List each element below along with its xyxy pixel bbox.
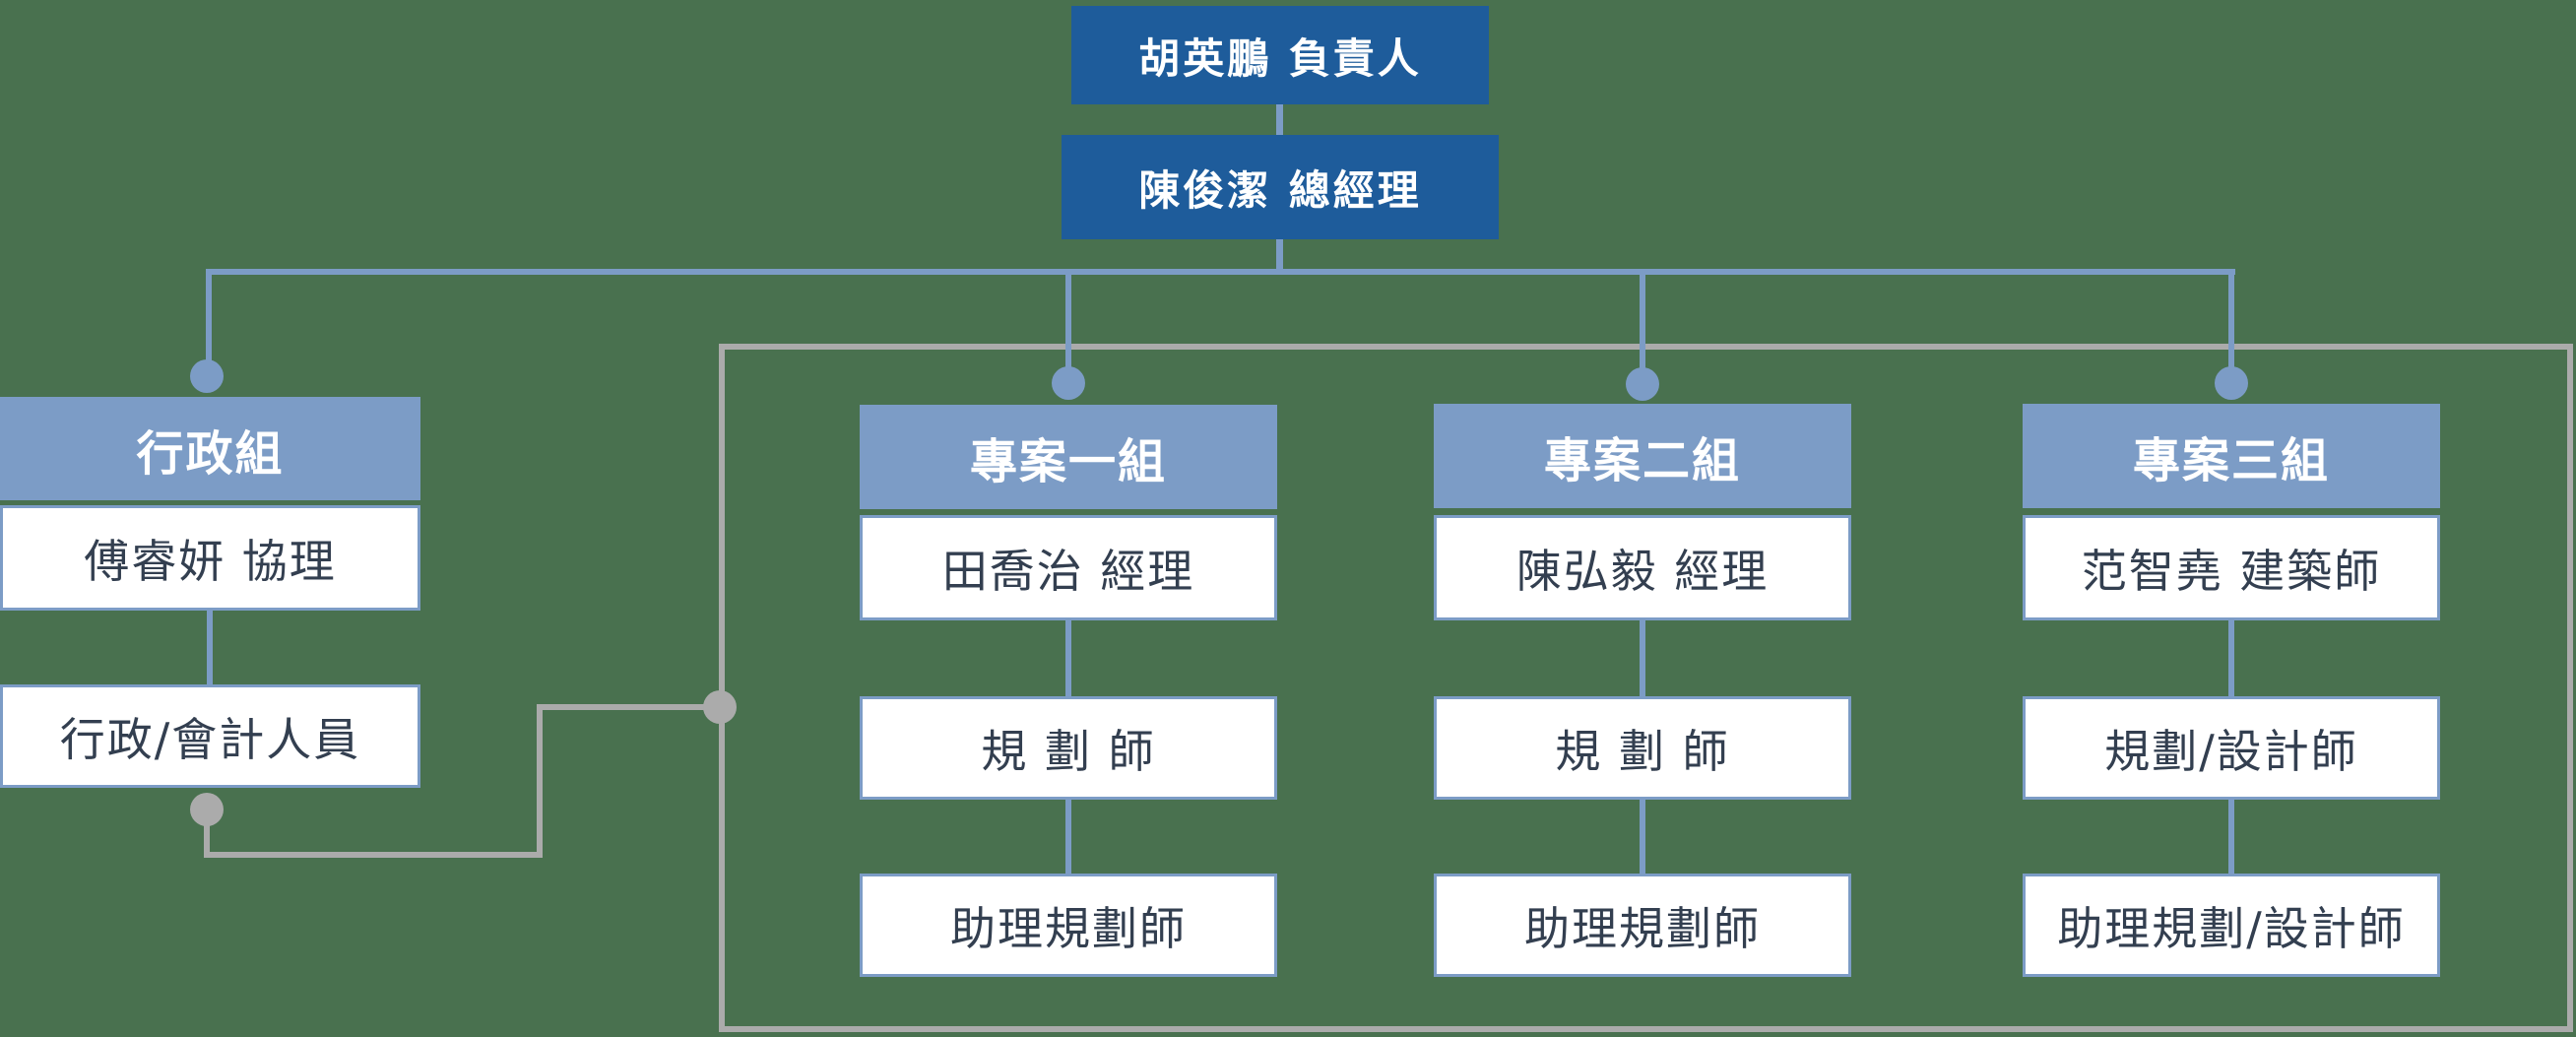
gray-connector-right-line: [2567, 344, 2573, 1032]
gray-admin-dot: [190, 793, 224, 826]
project2-link-line-1: [1640, 620, 1645, 696]
project1-link-line-2: [1065, 800, 1071, 874]
drop-line-group3: [2228, 269, 2234, 368]
project3-link-line-1: [2228, 620, 2234, 696]
project2-link-line-2: [1640, 800, 1645, 874]
gray-branch-upper-line: [537, 704, 720, 710]
node-admin-member-1: 傅睿妍 協理: [0, 505, 420, 611]
node-project3-member-1: 范智堯 建築師: [2023, 515, 2440, 620]
group-header-project1: 專案一組: [860, 405, 1277, 509]
group-header-admin: 行政組: [0, 397, 420, 500]
gm-to-rail-line: [1276, 239, 1283, 271]
pin-dot-group1: [1052, 366, 1085, 400]
gray-connector-left-line: [719, 344, 725, 1032]
node-project2-member-1: 陳弘毅 經理: [1434, 515, 1851, 620]
group-header-project2: 專案二組: [1434, 404, 1851, 508]
group-header-project3: 專案三組: [2023, 404, 2440, 508]
pin-dot-admin: [190, 359, 224, 393]
node-project1-member-3: 助理規劃師: [860, 874, 1277, 977]
node-admin-member-2: 行政/會計人員: [0, 684, 420, 788]
gray-branch-riser-line: [537, 704, 543, 858]
exec-connector-line: [1276, 104, 1283, 135]
horizontal-rail-line: [206, 269, 2235, 275]
node-general-manager: 陳俊潔 總經理: [1062, 135, 1499, 239]
node-project2-member-3: 助理規劃師: [1434, 874, 1851, 977]
gray-connector-bottom-line: [719, 1026, 2573, 1032]
gray-junction-dot: [703, 690, 737, 724]
node-project1-member-1: 田喬治 經理: [860, 515, 1277, 620]
gray-branch-lower-line: [204, 852, 543, 858]
pin-dot-group3: [2215, 366, 2248, 400]
node-project1-member-2: 規 劃 師: [860, 696, 1277, 800]
project1-link-line-1: [1065, 620, 1071, 696]
drop-line-admin: [206, 269, 212, 362]
project3-link-line-2: [2228, 800, 2234, 874]
node-project2-member-2: 規 劃 師: [1434, 696, 1851, 800]
node-project3-member-3: 助理規劃/設計師: [2023, 874, 2440, 977]
drop-line-group2: [1640, 269, 1645, 369]
drop-line-group1: [1065, 269, 1071, 368]
gray-branch-drop-line: [204, 823, 210, 858]
pin-dot-group2: [1626, 367, 1659, 401]
admin-member-link-line: [207, 611, 213, 684]
gray-connector-top-line: [719, 344, 2573, 350]
node-project3-member-2: 規劃/設計師: [2023, 696, 2440, 800]
node-owner: 胡英鵬 負責人: [1071, 6, 1489, 104]
